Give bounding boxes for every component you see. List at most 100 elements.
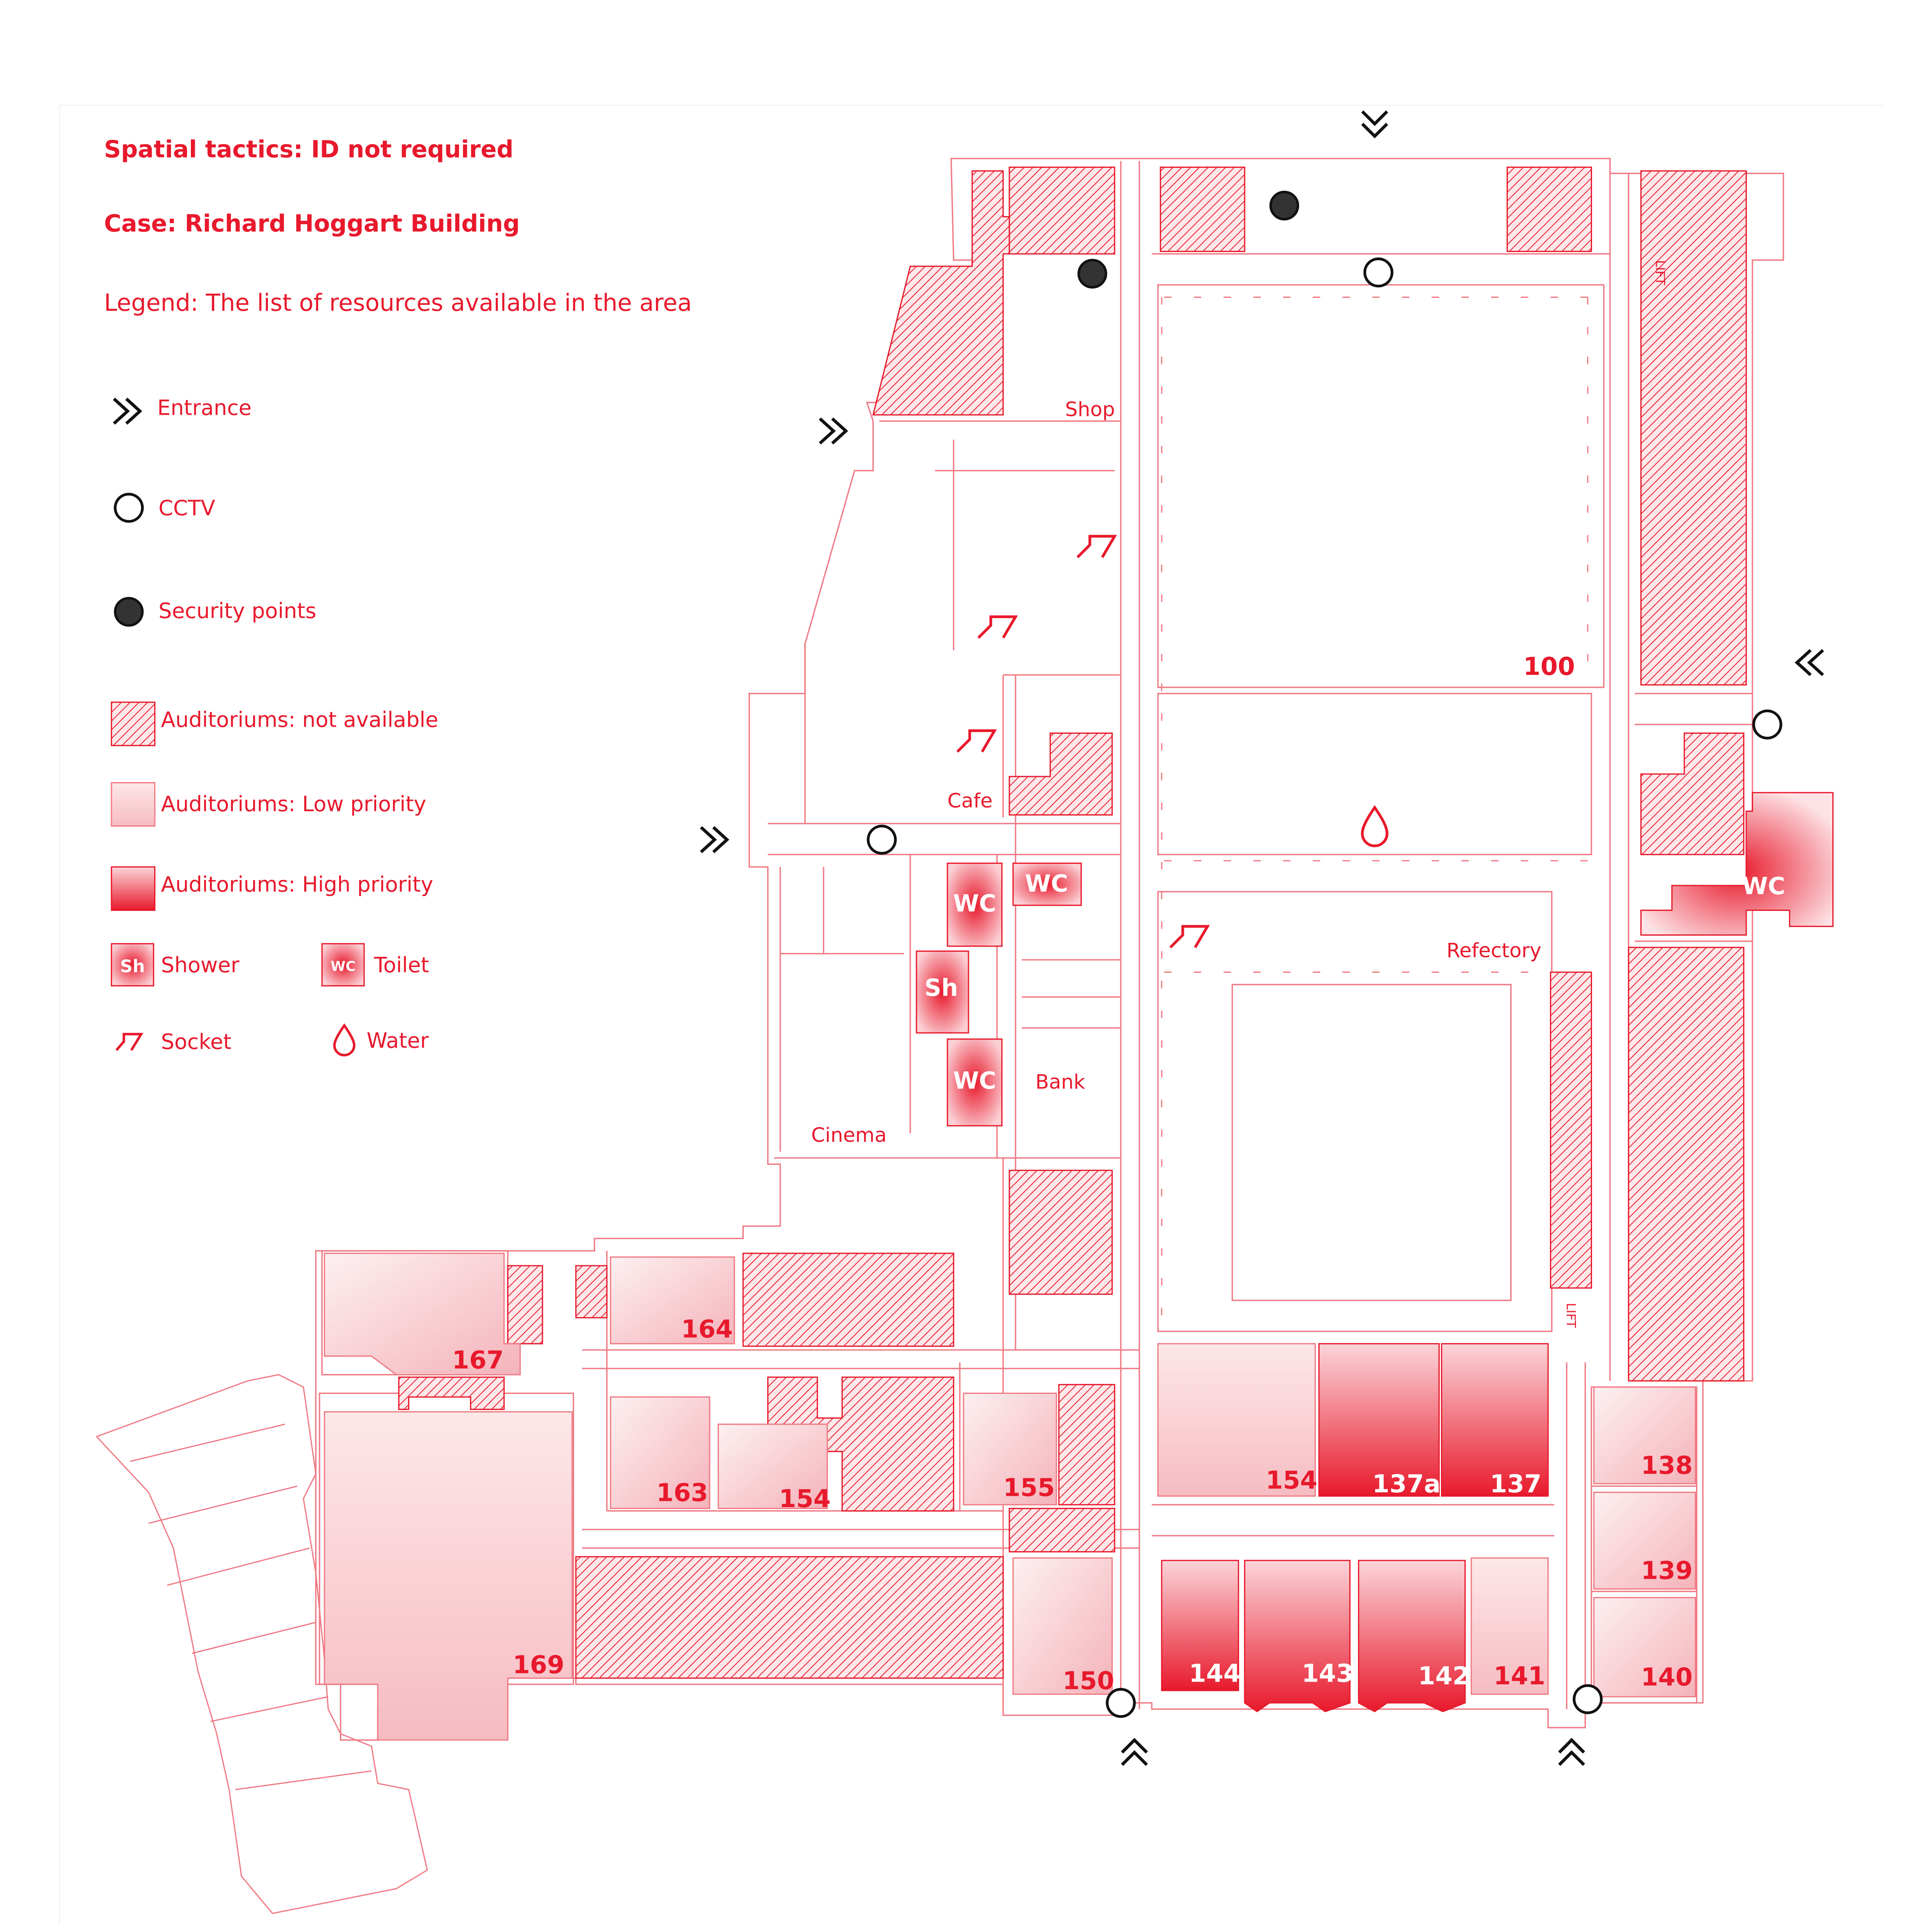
entrance-icon-east <box>1795 649 1824 676</box>
room-number: 137a <box>1372 1469 1441 1498</box>
legend-high-priority-label: Auditoriums: High priority <box>161 872 433 897</box>
entrance-icon-south-right <box>1558 1738 1585 1766</box>
entrance-icon-south-left <box>1121 1738 1148 1766</box>
facility-labels: WC WC Sh WC WC <box>925 870 1785 1095</box>
room-number: 154 <box>1266 1466 1317 1495</box>
room-number: 164 <box>681 1315 733 1344</box>
auditoriums-low-priority <box>324 1252 1696 1741</box>
label-shop: Shop <box>1065 398 1115 421</box>
room-number: 167 <box>452 1346 504 1374</box>
legend-security-label: Security points <box>159 599 316 623</box>
socket-icon <box>1076 535 1117 558</box>
column-markers <box>1161 296 1598 1331</box>
legend-entrance: Entrance <box>113 395 252 425</box>
security-point-icon <box>1269 190 1299 221</box>
security-points <box>1077 190 1299 289</box>
room-number: 144 <box>1189 1659 1241 1688</box>
wc-label: WC <box>1742 873 1785 900</box>
legend-socket-label: Socket <box>161 1030 231 1054</box>
wc-label: WC <box>1025 870 1068 898</box>
legend-not-available-label: Auditoriums: not available <box>161 708 438 732</box>
room-number: 163 <box>656 1478 708 1507</box>
label-cafe: Cafe <box>948 789 993 812</box>
legend-not-available: Auditoriums: not available <box>111 701 439 747</box>
legend-water-label: Water <box>366 1028 429 1053</box>
auditoriums-high-priority <box>916 792 1834 1712</box>
cctv-icon <box>866 824 897 855</box>
entrance-icon-west-lower <box>700 826 729 853</box>
room-number: 138 <box>1641 1451 1693 1479</box>
high-priority-swatch-icon <box>111 866 156 911</box>
cctv-icon <box>1573 1684 1603 1714</box>
legend-socket: Socket <box>115 1030 231 1054</box>
cctv-icon <box>1752 709 1782 740</box>
entrance-icon-north <box>1361 110 1388 139</box>
label-cinema: Cinema <box>811 1124 887 1147</box>
label-refectory: Refectory <box>1446 939 1541 962</box>
legend-toilet-label: Toilet <box>373 953 429 977</box>
room-number: 169 <box>513 1650 565 1679</box>
room-number: 141 <box>1493 1661 1545 1690</box>
shower-icon <box>111 943 154 986</box>
water-drop-icon <box>1361 805 1389 847</box>
room-number: 142 <box>1418 1661 1470 1690</box>
socket-icon <box>956 729 997 753</box>
room-number: 155 <box>1003 1473 1055 1502</box>
hatch-swatch-icon <box>111 701 156 747</box>
place-labels: Shop Cafe Bank Cinema Refectory LIFT LIF… <box>811 260 1667 1328</box>
socket-icon <box>977 615 1018 639</box>
legend-high-priority: Auditoriums: High priority <box>111 866 433 911</box>
legend-intro: Legend: The list of resources available … <box>104 289 692 317</box>
auditoriums-not-available <box>398 166 1747 1679</box>
building-walls <box>315 158 1784 1741</box>
label-lift-south: LIFT <box>1564 1303 1578 1328</box>
legend-security: Security points <box>114 597 316 627</box>
security-point-icon <box>114 597 144 627</box>
room-number: 150 <box>1063 1666 1115 1695</box>
cctv-cameras <box>866 257 1782 1718</box>
socket-icon <box>115 1033 144 1051</box>
legend-entrance-label: Entrance <box>157 395 252 420</box>
legend-cctv: CCTV <box>114 493 215 523</box>
legend-shower: Sh Shower <box>111 943 240 986</box>
cctv-icon <box>1106 1688 1136 1718</box>
room-number: 139 <box>1641 1556 1693 1585</box>
legend-cctv-label: CCTV <box>159 496 215 520</box>
cctv-icon <box>1363 257 1393 288</box>
label-bank: Bank <box>1036 1070 1085 1093</box>
entrances <box>700 110 1824 1766</box>
entrance-icon-west-upper <box>819 417 848 445</box>
legend: Entrance CCTV Security points Auditorium… <box>111 395 439 1057</box>
socket-icon <box>1169 925 1210 949</box>
legend-low-priority: Auditoriums: Low priority <box>111 782 426 827</box>
legend-low-priority-label: Auditoriums: Low priority <box>161 792 426 816</box>
entrance-icon <box>113 398 143 425</box>
toilet-icon-glyph: WC <box>331 959 356 974</box>
water-drop-icon <box>333 1023 356 1057</box>
page-frame <box>59 104 1883 1926</box>
legend-shower-label: Shower <box>161 953 240 977</box>
low-priority-swatch-icon <box>111 782 156 827</box>
case-title: Case: Richard Hoggart Building <box>104 210 520 238</box>
room-number: 143 <box>1302 1659 1353 1688</box>
room-number: 137 <box>1490 1469 1542 1498</box>
legend-water: Water <box>333 1023 429 1057</box>
shower-icon-glyph: Sh <box>120 956 145 976</box>
old-building-outline <box>95 1374 428 1914</box>
shower-label: Sh <box>925 974 958 1002</box>
wc-label: WC <box>953 890 996 918</box>
legend-toilet: WC Toilet <box>321 943 429 986</box>
room-number: 140 <box>1641 1663 1693 1691</box>
header: Spatial tactics: ID not required Case: R… <box>104 136 692 317</box>
room-number: 100 <box>1523 652 1575 681</box>
room-numbers: 100 164 167 163 154 155 154 137a 137 138… <box>452 652 1693 1695</box>
sockets <box>956 535 1210 949</box>
toilet-icon <box>321 943 365 986</box>
room-number: 154 <box>779 1484 831 1513</box>
security-point-icon <box>1077 259 1108 289</box>
label-lift-north: LIFT <box>1653 260 1667 285</box>
map-title: Spatial tactics: ID not required <box>104 136 513 163</box>
wc-label: WC <box>953 1067 996 1094</box>
cctv-icon <box>114 493 144 523</box>
